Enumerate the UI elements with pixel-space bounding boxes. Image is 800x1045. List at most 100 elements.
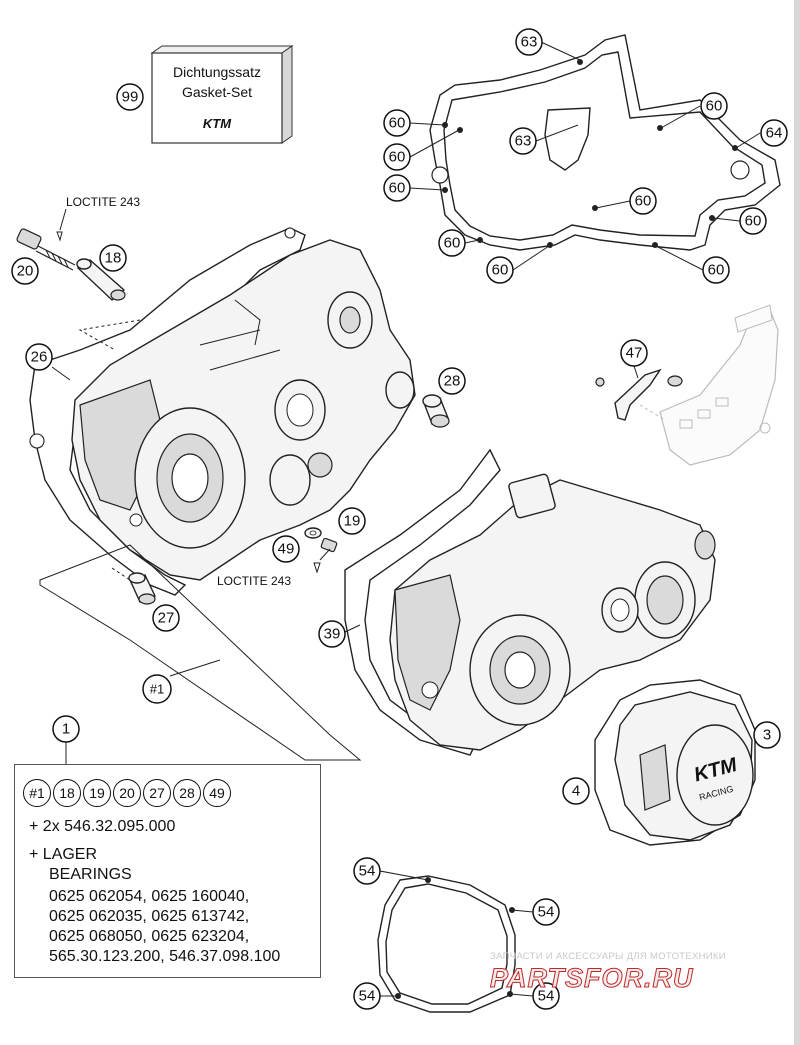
svg-text:20: 20: [17, 263, 34, 280]
callout-60-d: 60: [438, 229, 466, 257]
svg-text:28: 28: [444, 373, 461, 390]
loctite-leader-top: [59, 208, 67, 231]
callout-49: 49: [272, 535, 300, 563]
callout-26: 26: [25, 343, 53, 371]
svg-text:64: 64: [766, 125, 783, 142]
svg-text:60: 60: [389, 180, 406, 197]
callout-63-top: 63: [515, 28, 543, 56]
loctite-drop-top: [56, 231, 63, 242]
kit-line-parts-3: 0625 068050, 0625 623204,: [49, 928, 250, 945]
callout-60-c: 60: [383, 174, 411, 202]
svg-text:54: 54: [359, 988, 376, 1005]
callout-64: 64: [760, 119, 788, 147]
svg-text:60: 60: [706, 98, 723, 115]
right-crankcase-gasket: [344, 448, 501, 756]
watermark-caption: ЗАПЧАСТИ И АКСЕССУАРЫ ДЛЯ МОТОТЕХНИКИ: [490, 951, 726, 962]
right-crankcase-half: [389, 473, 716, 751]
cover-gasket-54: [377, 875, 516, 1013]
kit-line-parts-2: 0625 062035, 0625 613742,: [49, 908, 250, 925]
loctite-leader-middle: [319, 548, 331, 561]
loctite-label-top: LOCTITE 243: [66, 195, 140, 209]
callout-63-inner: 63: [509, 127, 537, 155]
crankcase-set-outline: [39, 544, 362, 761]
bearing-28: [422, 394, 450, 428]
svg-text:99: 99: [122, 89, 139, 106]
gasket-set-label-de: Dichtungssatz: [173, 64, 261, 80]
gasket-set-box: Dichtungssatz Gasket-Set KTM: [150, 45, 294, 144]
leader-54-d: [509, 993, 534, 997]
watermark-brand: PARTSFOR.RU: [490, 963, 694, 994]
right-edge-bar: [794, 0, 800, 1045]
svg-text:54: 54: [538, 904, 555, 921]
sleeve-18-dashed-leader: [78, 319, 141, 351]
bearing-27-dashed-leader: [111, 567, 131, 581]
svg-text:63: 63: [515, 133, 532, 150]
callout-39: 39: [318, 620, 346, 648]
callout-60-b: 60: [383, 143, 411, 171]
kit-line-parts-4: 565.30.123.200, 546.37.098.100: [49, 948, 281, 965]
callout-60-g: 60: [629, 187, 657, 215]
svg-text:18: 18: [105, 250, 122, 267]
kit-line-bearings: BEARINGS: [49, 866, 132, 883]
callout-54-b: 54: [532, 898, 560, 926]
leader-26: [51, 366, 71, 381]
loctite-drop-middle: [313, 562, 321, 574]
loctite-label-middle: LOCTITE 243: [217, 574, 291, 588]
washer-49: [304, 527, 322, 539]
crankcase-gasket-top: [429, 34, 781, 251]
svg-text:3: 3: [763, 727, 771, 744]
kit-badge-49: 49: [203, 779, 231, 807]
callout-set-1: #1: [142, 674, 172, 704]
svg-text:39: 39: [324, 626, 341, 643]
left-crankcase-half: [71, 239, 416, 581]
svg-text:4: 4: [572, 783, 580, 800]
svg-text:#1: #1: [150, 682, 164, 697]
kit-badge-27: 27: [143, 779, 171, 807]
screw-20: [16, 228, 76, 271]
callout-20: 20: [11, 257, 39, 285]
svg-text:47: 47: [626, 345, 643, 362]
svg-text:1: 1: [62, 721, 70, 738]
leader-set: [169, 659, 221, 677]
kit-line-parts-1: 0625 062054, 0625 160040,: [49, 888, 250, 905]
bracket-47: [595, 365, 683, 421]
callout-60-f: 60: [700, 92, 728, 120]
callout-19: 19: [338, 507, 366, 535]
callout-28: 28: [438, 367, 466, 395]
leader-54-a: [379, 870, 429, 881]
svg-text:19: 19: [344, 513, 361, 530]
leader-39: [344, 624, 361, 633]
callout-47: 47: [620, 339, 648, 367]
sleeve-18: [76, 258, 126, 301]
bearing-27: [128, 572, 156, 605]
svg-text:54: 54: [359, 863, 376, 880]
guide-piece: [639, 304, 779, 466]
kit-badge-19: 19: [83, 779, 111, 807]
callout-4: 4: [562, 777, 590, 805]
ignition-cover-3: KTM RACING: [614, 691, 754, 841]
callout-27: 27: [152, 604, 180, 632]
svg-text:60: 60: [745, 213, 762, 230]
svg-text:60: 60: [708, 262, 725, 279]
leader-54-b: [511, 909, 534, 913]
screw-19: [320, 537, 338, 553]
callout-60-a: 60: [383, 109, 411, 137]
callout-18: 18: [99, 244, 127, 272]
callout-60-e: 60: [486, 256, 514, 284]
kit-badge-18: 18: [53, 779, 81, 807]
gasket-set-label-en: Gasket-Set: [182, 84, 252, 100]
kit-badge-28: 28: [173, 779, 201, 807]
callout-60-h: 60: [739, 207, 767, 235]
ktm-logo: KTM: [203, 116, 232, 131]
callout-99: 99: [116, 83, 144, 111]
svg-text:60: 60: [389, 115, 406, 132]
callout-3: 3: [753, 721, 781, 749]
svg-text:27: 27: [158, 610, 175, 627]
svg-text:60: 60: [492, 262, 509, 279]
kit-contents-box: #1 18 19 20 27 28 49 + 2x 546.32.095.000…: [14, 764, 321, 978]
leader-lines-top: [409, 41, 761, 271]
kit-badge-20: 20: [113, 779, 141, 807]
callout-54-a: 54: [353, 857, 381, 885]
svg-text:54: 54: [538, 988, 555, 1005]
